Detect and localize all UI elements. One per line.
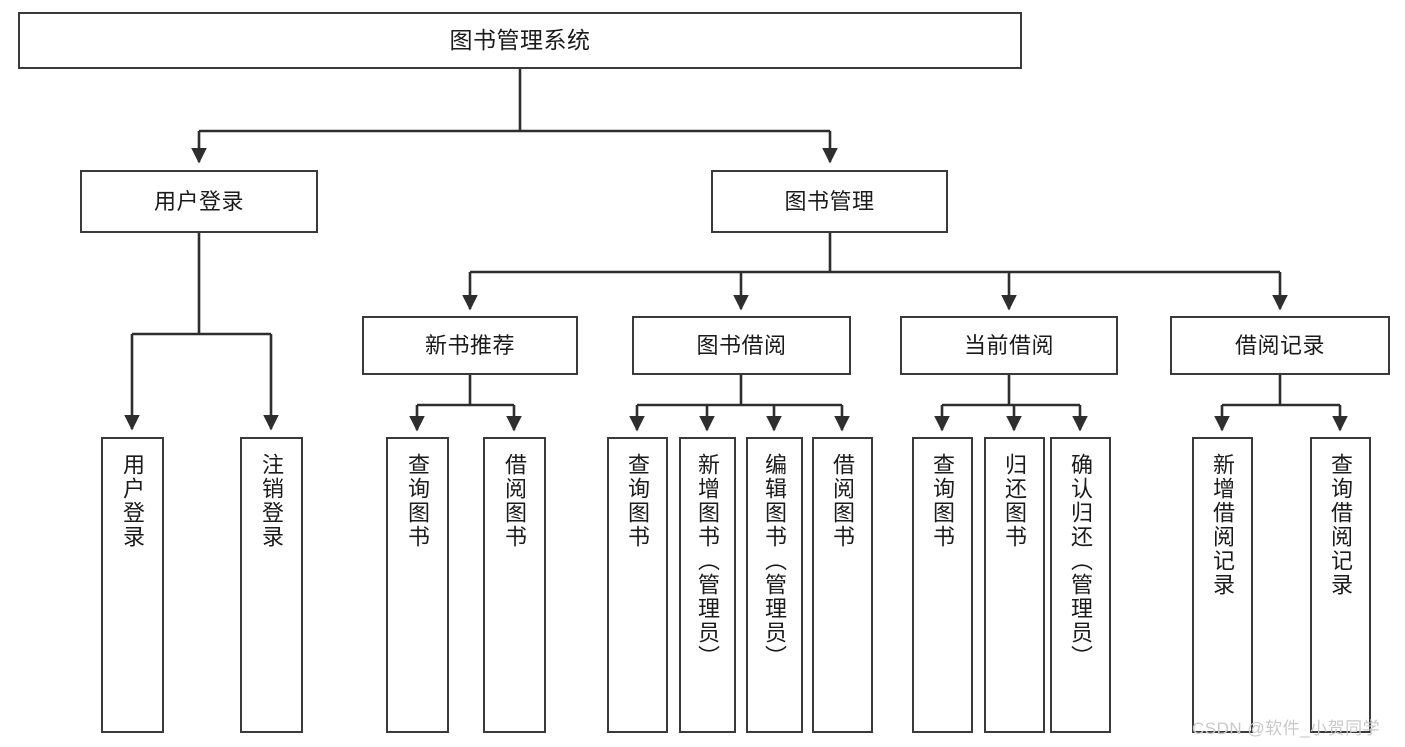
- node-leaf-query-book-1-label: 查询图书: [405, 453, 431, 549]
- node-leaf-add-book-label: 新增图书（管理员）: [695, 453, 721, 669]
- node-leaf-logout-label: 注销登录: [259, 453, 285, 549]
- node-borrow-record-label: 借阅记录: [1234, 332, 1325, 358]
- node-leaf-confirm-return[interactable]: 确认归还（管理员）: [1050, 437, 1111, 733]
- node-leaf-add-record-label: 新增借阅记录: [1210, 453, 1236, 597]
- node-user-login[interactable]: 用户登录: [80, 170, 318, 233]
- csdn-watermark: CSDN @软件_小贺同学: [1192, 719, 1381, 738]
- node-leaf-user-login-label: 用户登录: [120, 453, 146, 549]
- node-leaf-user-login[interactable]: 用户登录: [101, 437, 164, 733]
- node-current-borrow[interactable]: 当前借阅: [900, 316, 1118, 375]
- node-user-login-label: 用户登录: [153, 188, 244, 214]
- node-leaf-query-record-label: 查询借阅记录: [1328, 453, 1354, 597]
- node-leaf-query-record[interactable]: 查询借阅记录: [1310, 437, 1371, 733]
- node-current-borrow-label: 当前借阅: [963, 332, 1054, 358]
- node-root[interactable]: 图书管理系统: [18, 12, 1022, 69]
- node-leaf-confirm-return-label: 确认归还（管理员）: [1068, 453, 1094, 669]
- node-borrow-record[interactable]: 借阅记录: [1170, 316, 1390, 375]
- node-leaf-query-book-2-label: 查询图书: [625, 453, 651, 549]
- node-leaf-add-record[interactable]: 新增借阅记录: [1192, 437, 1253, 733]
- node-leaf-query-book-1[interactable]: 查询图书: [386, 437, 449, 733]
- node-book-manage-label: 图书管理: [784, 188, 875, 214]
- node-leaf-query-book-2[interactable]: 查询图书: [607, 437, 668, 733]
- node-leaf-add-book[interactable]: 新增图书（管理员）: [679, 437, 736, 733]
- node-book-manage[interactable]: 图书管理: [711, 170, 948, 233]
- node-new-book-rec[interactable]: 新书推荐: [362, 316, 578, 375]
- node-leaf-return-book[interactable]: 归还图书: [984, 437, 1045, 733]
- node-new-book-rec-label: 新书推荐: [424, 332, 515, 358]
- node-leaf-query-book-3[interactable]: 查询图书: [912, 437, 973, 733]
- node-leaf-borrow-book-1[interactable]: 借阅图书: [483, 437, 546, 733]
- node-leaf-logout[interactable]: 注销登录: [240, 437, 303, 733]
- node-leaf-query-book-3-label: 查询图书: [930, 453, 956, 549]
- node-root-label: 图书管理系统: [449, 26, 591, 53]
- node-leaf-edit-book[interactable]: 编辑图书（管理员）: [746, 437, 803, 733]
- node-leaf-borrow-book-2-label: 借阅图书: [830, 453, 856, 549]
- node-leaf-borrow-book-1-label: 借阅图书: [502, 453, 528, 549]
- node-book-borrow-label: 图书借阅: [696, 332, 787, 358]
- node-leaf-borrow-book-2[interactable]: 借阅图书: [812, 437, 873, 733]
- node-leaf-return-book-label: 归还图书: [1002, 453, 1028, 549]
- node-leaf-edit-book-label: 编辑图书（管理员）: [762, 453, 788, 669]
- node-book-borrow[interactable]: 图书借阅: [632, 316, 851, 375]
